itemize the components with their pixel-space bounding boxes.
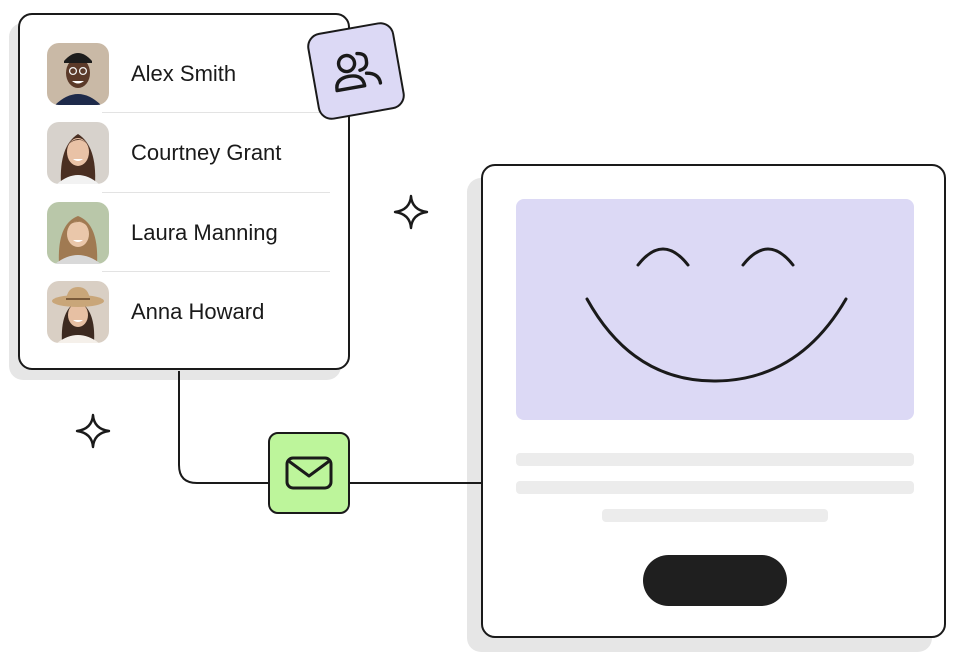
avatar-portrait (47, 281, 109, 343)
contact-row[interactable]: Anna Howard (47, 279, 330, 345)
divider (102, 112, 330, 113)
divider (102, 192, 330, 193)
sparkle-icon (393, 194, 429, 230)
avatar (47, 202, 109, 264)
contacts-card: Alex Smith Courtney Grant (18, 13, 350, 370)
avatar-portrait (47, 202, 109, 264)
users-icon (335, 51, 383, 93)
contact-name: Courtney Grant (131, 140, 282, 165)
users-badge (305, 20, 407, 122)
sparkle-icon (75, 413, 111, 449)
contact-row[interactable]: Laura Manning (47, 200, 330, 266)
avatar (47, 122, 109, 184)
avatar-portrait (47, 43, 109, 105)
smile-illustration (585, 247, 848, 383)
email-preview-card (481, 164, 946, 638)
mail-icon (285, 456, 333, 490)
avatar (47, 43, 109, 105)
avatar (47, 281, 109, 343)
divider (102, 271, 330, 272)
contact-name: Anna Howard (131, 299, 265, 324)
contact-name: Alex Smith (131, 61, 237, 86)
mail-badge (268, 432, 350, 514)
hero-image (516, 199, 914, 420)
contact-row[interactable]: Alex Smith (47, 41, 330, 107)
cta-button[interactable] (643, 555, 787, 606)
contact-name: Laura Manning (131, 220, 278, 245)
contact-row[interactable]: Courtney Grant (47, 120, 330, 186)
text-placeholder (602, 509, 828, 522)
text-placeholder (516, 481, 914, 494)
avatar-portrait (47, 122, 109, 184)
text-placeholder (516, 453, 914, 466)
